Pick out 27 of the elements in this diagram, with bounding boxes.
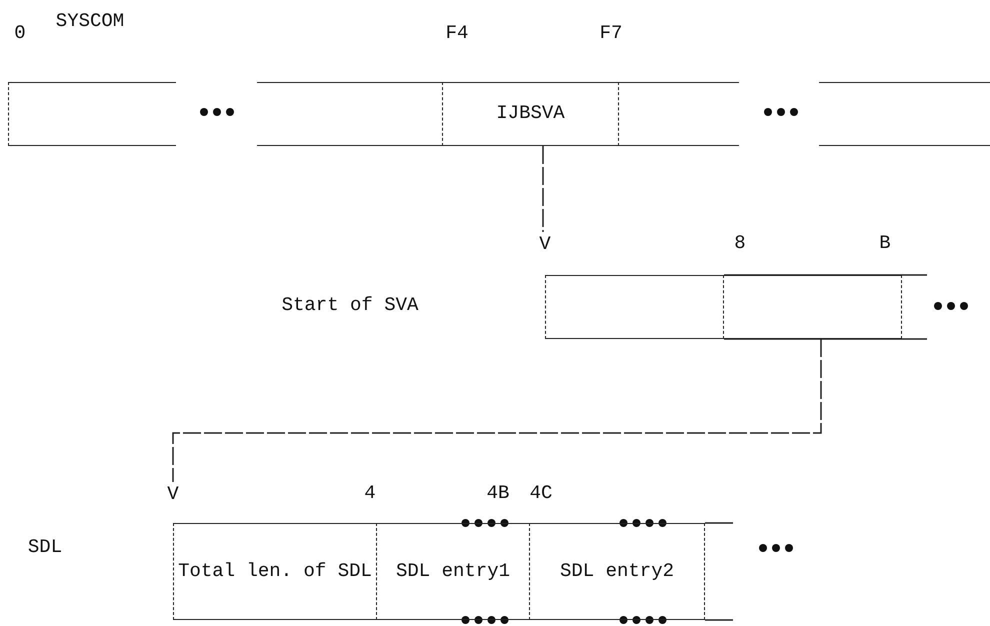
offset-label: B: [879, 234, 891, 253]
field-cell: [377, 523, 530, 620]
offset-label: 0: [14, 24, 26, 43]
field-name: IJBSVA: [496, 102, 565, 126]
field-name: SDL entry1: [396, 560, 510, 584]
pointer-target-label: V: [162, 482, 184, 506]
field-name: Total len. of SDL: [178, 560, 372, 584]
field-cell: [530, 523, 705, 620]
storage-field: [819, 82, 990, 146]
field-cell: [173, 523, 377, 620]
offset-label: 4B: [486, 484, 510, 503]
offset-label: Start of SVA: [282, 296, 418, 315]
offset-label: 4C: [530, 484, 552, 503]
offset-label: 8: [734, 234, 746, 253]
field-cell: [443, 82, 619, 146]
offset-label: F7: [600, 24, 622, 43]
storage-field: [724, 275, 902, 339]
offset-label: SYSCOM: [56, 12, 124, 31]
offset-label: F4: [446, 24, 468, 43]
offset-label: 4: [364, 484, 376, 503]
offset-label: SDL: [28, 538, 62, 557]
storage-field: [619, 82, 739, 146]
field-name: SDL entry2: [560, 560, 674, 584]
storage-field: [8, 82, 176, 146]
storage-field: [545, 275, 724, 339]
storage-field: [257, 82, 443, 146]
pointer-target-label: V: [534, 232, 556, 256]
